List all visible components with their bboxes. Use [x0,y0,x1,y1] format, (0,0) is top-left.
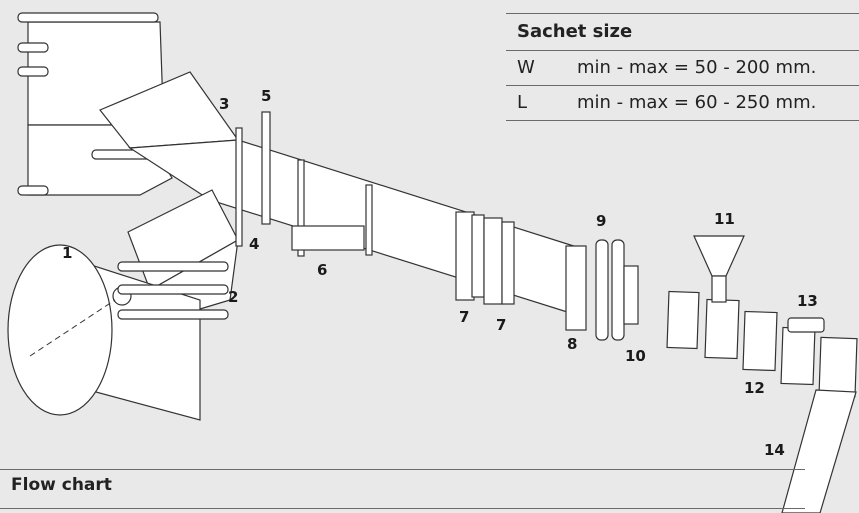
guide-bar-4 [235,127,243,247]
callout-8: 8 [567,335,577,353]
callout-14: 14 [764,441,785,459]
callout-13: 13 [797,292,818,310]
sachet-stack [666,290,858,398]
guide-bar-5 [261,111,271,225]
spec-key: L [517,92,528,113]
callout-2: 2 [228,288,238,306]
hopper-neck [711,275,727,303]
flow-chart-title: Flow chart [11,475,112,495]
callout-5: 5 [261,87,271,105]
cutter-rollers-9 [595,239,639,341]
seal-unit-6 [291,159,373,257]
reel-axis [29,299,116,357]
sachet-size-table: Sachet size W min - max = 50 - 200 mm. L… [506,13,859,121]
callout-4: 4 [249,235,259,253]
discharge-chute [781,389,857,513]
spec-key: W [517,57,535,78]
spec-row-width: W min - max = 50 - 200 mm. [506,51,859,85]
film-reel [7,244,201,421]
callout-1: 1 [62,244,72,262]
callout-9: 9 [596,212,606,230]
hopper [693,235,745,277]
footer-rule-top [0,469,805,470]
callout-11: 11 [714,210,735,228]
footer-rule-bottom [0,508,805,509]
reel-hub [112,261,229,320]
seal-plates-7b [483,217,515,305]
frame-8 [565,245,587,331]
sachet-size-title: Sachet size [517,21,633,42]
seal-plates-7a [455,211,485,301]
callout-10: 10 [625,347,646,365]
spec-value: min - max = 50 - 200 mm. [577,57,817,78]
spec-row-length: L min - max = 60 - 250 mm. [506,86,859,120]
spec-value: min - max = 60 - 250 mm. [577,92,817,113]
unit-13 [787,317,825,333]
callout-3: 3 [219,95,229,113]
callout-7b: 7 [496,316,506,334]
callout-6: 6 [317,261,327,279]
callout-7a: 7 [459,308,469,326]
callout-12: 12 [744,379,765,397]
